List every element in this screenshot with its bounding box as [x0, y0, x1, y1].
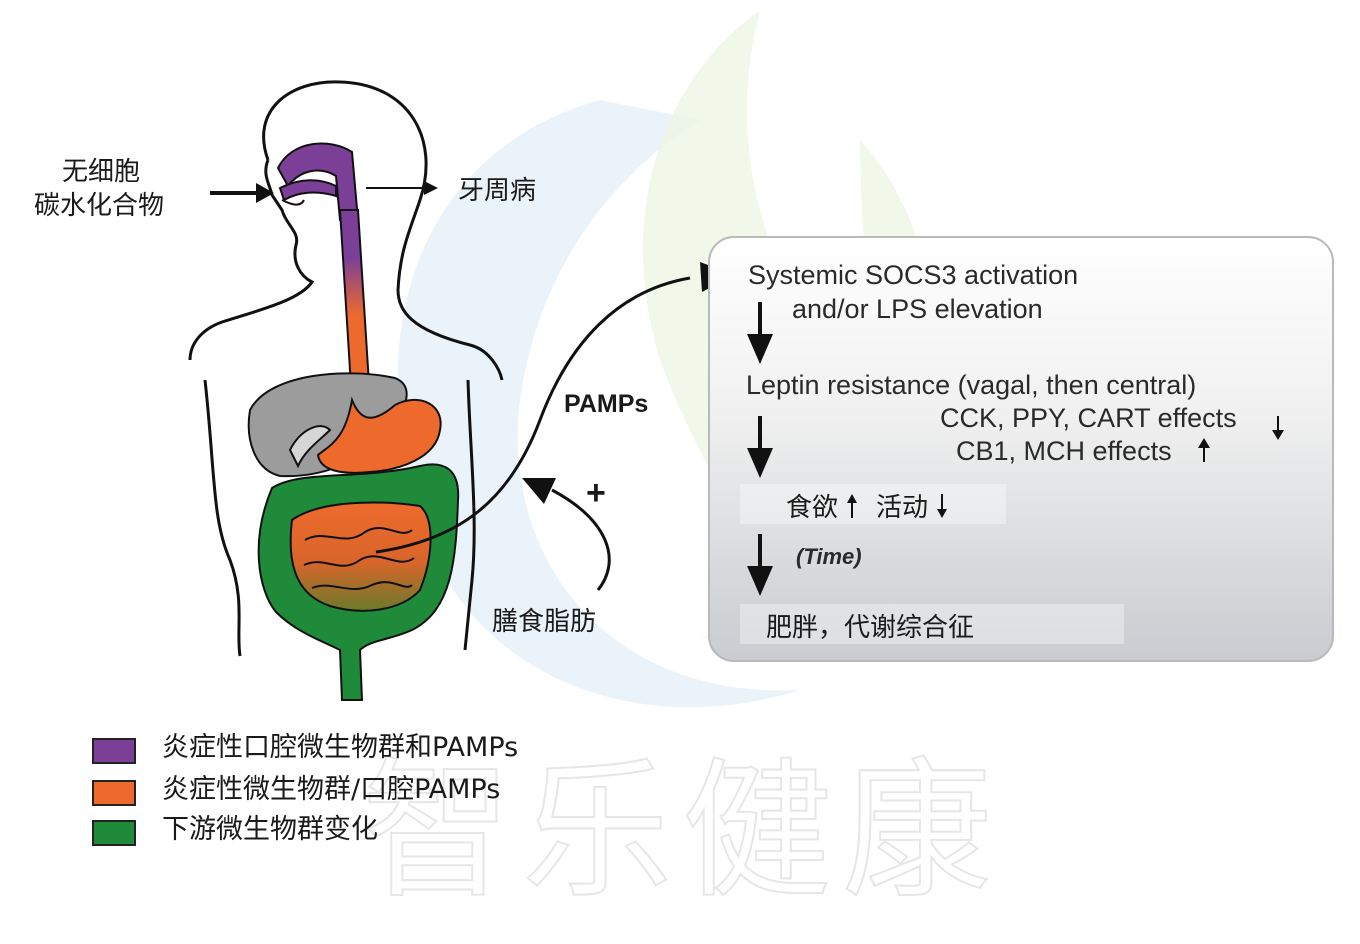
step1-line2: and/or LPS elevation [792, 294, 1043, 325]
step2-effect-up: CB1, MCH effects [956, 436, 1172, 467]
activity-label: 活动 [876, 492, 928, 524]
legend-swatch-green [92, 820, 136, 846]
obesity-label: 肥胖，代谢综合征 [766, 612, 974, 644]
legend-label-orange: 炎症性微生物群/口腔PAMPs [162, 774, 500, 806]
legend-swatch-orange [92, 780, 136, 806]
step2-effect-down: CCK, PPY, CART effects [940, 403, 1237, 434]
appetite-label: 食欲 [786, 492, 838, 524]
time-label: (Time) [796, 544, 862, 570]
legend-label-green: 下游微生物群变化 [162, 814, 378, 846]
legend-swatch-purple [92, 738, 136, 764]
step1-line1: Systemic SOCS3 activation [748, 260, 1078, 291]
step2-leptin: Leptin resistance (vagal, then central) [746, 370, 1196, 401]
legend-label-purple: 炎症性口腔微生物群和PAMPs [162, 732, 518, 764]
